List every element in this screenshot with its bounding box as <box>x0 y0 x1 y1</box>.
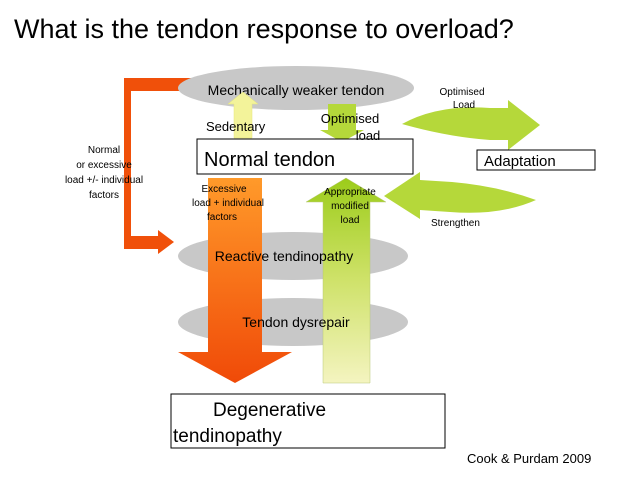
appropriate-load-label: Appropriate modified load <box>324 187 376 226</box>
strengthen-curved-arrow <box>384 172 536 219</box>
tendon-dysrepair-label: Tendon dysrepair <box>242 314 350 330</box>
sedentary-label: Sedentary <box>206 119 266 134</box>
appropriate-load-up-arrow <box>305 177 387 384</box>
citation: Cook & Purdam 2009 <box>467 451 591 466</box>
mechanically-weaker-tendon-label: Mechanically weaker tendon <box>208 82 385 98</box>
svg-text:Excessive: Excessive <box>201 184 246 195</box>
svg-text:Normal: Normal <box>88 145 120 156</box>
svg-text:or excessive: or excessive <box>76 160 132 171</box>
svg-text:load: load <box>356 128 381 143</box>
optimised-load-center-label: Optimised load <box>321 111 381 143</box>
adaptation-label: Adaptation <box>484 153 556 170</box>
degenerative-tendinopathy-node: Degenerative tendinopathy <box>170 393 446 449</box>
normal-load-label: Normal or excessive load +/- individual … <box>65 145 143 201</box>
sedentary-arrow <box>227 91 259 139</box>
page-title: What is the tendon response to overload? <box>14 14 514 44</box>
normal-tendon-label: Normal tendon <box>204 149 335 171</box>
optimised-load-down-arrow <box>320 104 364 142</box>
svg-text:load + individual: load + individual <box>192 198 264 209</box>
mechanically-weaker-tendon-node: Mechanically weaker tendon <box>178 66 414 110</box>
svg-text:factors: factors <box>89 190 119 201</box>
normal-tendon-node: Normal tendon <box>196 138 414 175</box>
svg-text:factors: factors <box>207 212 237 223</box>
reactive-tendinopathy-label: Reactive tendinopathy <box>215 248 354 264</box>
orange-left-loop-arrow <box>124 78 210 254</box>
degenerative-label-line1: Degenerative <box>213 400 326 421</box>
strengthen-label: Strengthen <box>431 218 480 229</box>
optimised-load-curved-arrow <box>402 100 540 150</box>
svg-text:Appropriate: Appropriate <box>324 187 376 198</box>
svg-text:load +/- individual: load +/- individual <box>65 175 143 186</box>
svg-text:Optimised: Optimised <box>439 87 484 98</box>
degenerative-label-line2: tendinopathy <box>173 426 282 447</box>
optimised-load-right-label: Optimised Load <box>439 87 484 111</box>
adaptation-node: Adaptation <box>476 149 596 171</box>
svg-text:Optimised: Optimised <box>321 111 380 126</box>
svg-text:load: load <box>341 215 360 226</box>
svg-text:Load: Load <box>453 100 475 111</box>
svg-text:modified: modified <box>331 201 369 212</box>
excessive-load-label: Excessive load + individual factors <box>192 184 264 223</box>
excessive-load-down-arrow <box>178 178 292 383</box>
